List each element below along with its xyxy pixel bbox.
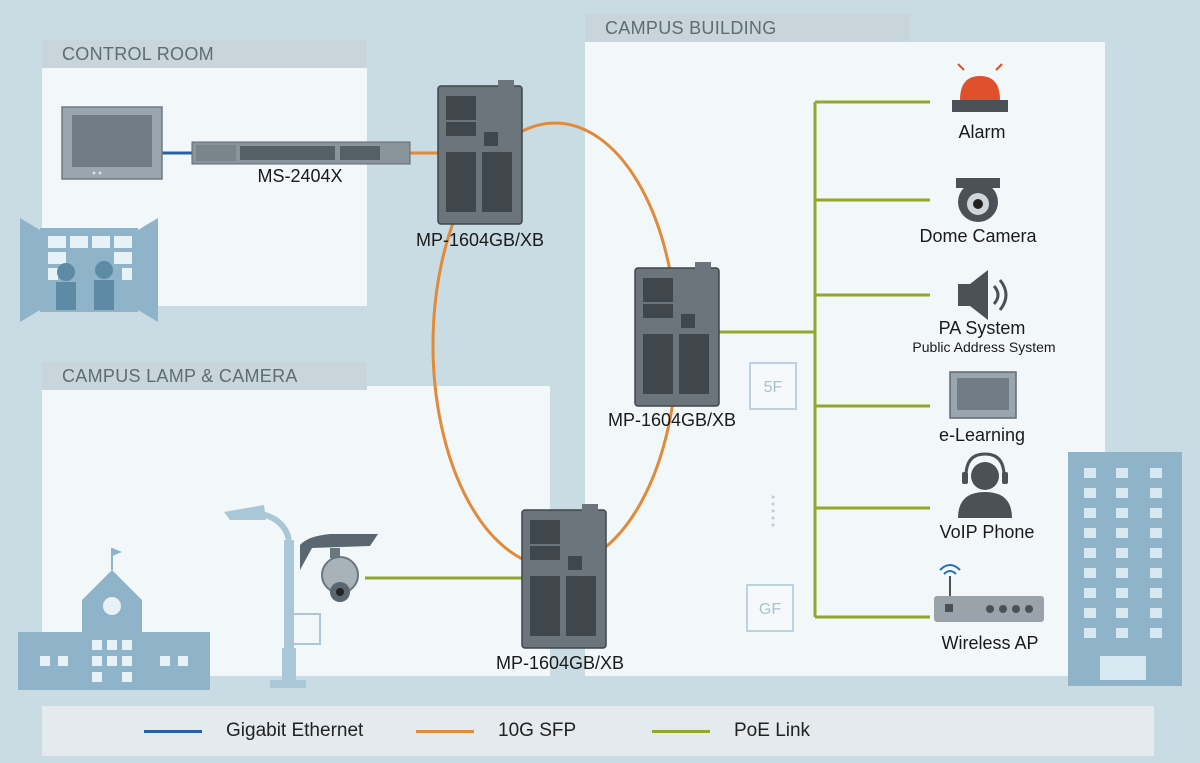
elearning-label: e-Learning — [938, 425, 1026, 445]
pa-system-sublabel: Public Address System — [912, 339, 1056, 355]
legend-poe: PoE Link — [652, 706, 810, 756]
alarm-icon — [952, 63, 1008, 112]
alarm-label: Alarm — [958, 122, 1006, 142]
campus-building-icon — [1068, 452, 1182, 686]
lamp-pole-icon — [224, 505, 378, 688]
school-icon — [18, 548, 210, 690]
floor-5f: 5F — [749, 362, 797, 410]
switch-mid-label: MP-1604GB/XB — [607, 410, 737, 430]
legend: Gigabit Ethernet 10G SFP PoE Link — [42, 706, 1154, 756]
wireless-ap-icon — [934, 564, 1044, 622]
legend-sfp: 10G SFP — [416, 706, 576, 756]
legend-gigabit-swatch — [144, 729, 202, 733]
control-room-title: CONTROL ROOM — [42, 40, 367, 68]
dome-camera-icon — [956, 178, 1000, 222]
switch-bottom-label: MP-1604GB/XB — [495, 653, 625, 673]
legend-gigabit: Gigabit Ethernet — [144, 706, 363, 756]
campus-building-title: CAMPUS BUILDING — [585, 14, 910, 42]
operator-icon — [20, 218, 158, 322]
floor-dots — [771, 495, 775, 527]
switch-top-icon — [437, 80, 523, 225]
campus-lamp-title: CAMPUS LAMP & CAMERA — [42, 362, 367, 390]
lamp-camera-icon — [321, 548, 359, 602]
ms2404x-label: MS-2404X — [257, 166, 343, 186]
monitor-icon — [61, 106, 163, 180]
speaker-icon — [958, 270, 1008, 320]
floor-gf: GF — [746, 584, 794, 632]
dome-camera-label: Dome Camera — [919, 226, 1037, 246]
legend-poe-label: PoE Link — [734, 720, 811, 741]
ms2404x-icon — [191, 141, 411, 165]
switch-bottom-icon — [521, 504, 607, 649]
voip-icon — [958, 452, 1012, 518]
legend-poe-swatch — [652, 729, 710, 733]
switch-mid-icon — [634, 262, 720, 407]
wireless-ap-label: Wireless AP — [941, 633, 1039, 653]
elearning-icon — [949, 371, 1017, 419]
legend-sfp-label: 10G SFP — [498, 720, 577, 741]
pa-system-label: PA System — [938, 318, 1026, 338]
legend-gigabit-label: Gigabit Ethernet — [226, 720, 364, 741]
legend-sfp-swatch — [416, 729, 474, 733]
switch-top-label: MP-1604GB/XB — [415, 230, 545, 250]
voip-phone-label: VoIP Phone — [939, 522, 1035, 542]
